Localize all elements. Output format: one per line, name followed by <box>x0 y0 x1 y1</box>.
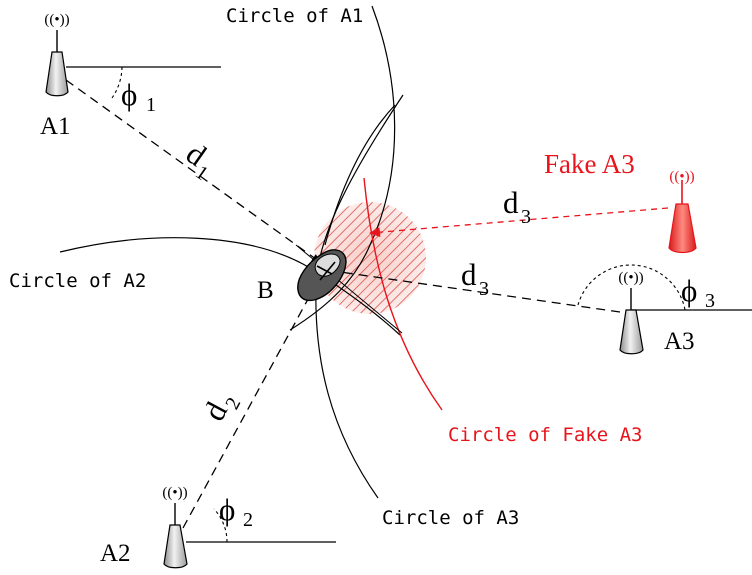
angle-phi3: ϕ 3 <box>681 273 715 312</box>
distance-label-d2: d 2 <box>196 394 245 426</box>
a1-tower-icon <box>45 30 69 97</box>
circle-arc-a2 <box>59 237 401 336</box>
d3-fake-symbol: d <box>503 185 519 220</box>
a2-signal-icon: ((•)) <box>162 485 187 501</box>
angle-phi2-symbol: ϕ <box>219 492 235 527</box>
distance-line-d3 <box>339 271 621 313</box>
circle-arc-fake-a3 <box>363 177 443 411</box>
angle-arc-a3 <box>577 264 686 311</box>
angle-phi2-subscript: 2 <box>243 509 253 531</box>
distance-label-d3-fake: d 3 <box>503 185 531 228</box>
angle-phi1-symbol: ϕ <box>121 77 137 112</box>
a2-tower-icon <box>163 503 188 569</box>
circle-arc-a1 <box>289 5 396 331</box>
angle-phi2: ϕ 2 <box>219 492 253 531</box>
angle-phi1: ϕ 1 <box>121 77 156 116</box>
a3-label: A3 <box>664 328 695 355</box>
uncertainty-region <box>314 202 426 314</box>
angle-phi3-subscript: 3 <box>705 290 715 312</box>
a3-signal-icon: ((•)) <box>618 270 643 286</box>
circle-label-a3: Circle of A3 <box>382 507 519 529</box>
device-b-icon <box>297 249 347 302</box>
angle-phi3-symbol: ϕ <box>681 273 697 308</box>
distance-label-d1: d 1 <box>180 135 213 185</box>
fake-a3-tower-icon <box>668 180 697 254</box>
angle-arc-a1 <box>111 66 123 99</box>
a2-label: A2 <box>100 540 131 567</box>
distance-line-d1 <box>65 79 321 263</box>
d3-symbol: d <box>461 257 477 292</box>
fake-a3-label: Fake A3 <box>544 149 635 179</box>
circle-arc-a3-secondary <box>324 104 396 246</box>
angle-arc-a2 <box>213 508 228 543</box>
circle-label-a2: Circle of A2 <box>9 270 146 292</box>
circle-label-a1: Circle of A1 <box>226 5 363 27</box>
fake-a3-signal-icon: ((•)) <box>669 169 694 185</box>
a1-label: A1 <box>40 113 71 140</box>
circle-label-fake-a3: Circle of Fake A3 <box>448 424 642 446</box>
d3-subscript: 3 <box>479 278 489 300</box>
d3-fake-subscript: 3 <box>521 206 531 228</box>
distance-label-d3: d 3 <box>461 257 489 300</box>
distance-line-d3-fake <box>369 207 669 238</box>
angle-phi1-subscript: 1 <box>146 94 156 116</box>
a1-signal-icon: ((•)) <box>44 12 69 28</box>
target-b-label: B <box>257 277 274 304</box>
a3-tower-icon <box>619 288 644 355</box>
distance-line-d2 <box>182 289 314 529</box>
